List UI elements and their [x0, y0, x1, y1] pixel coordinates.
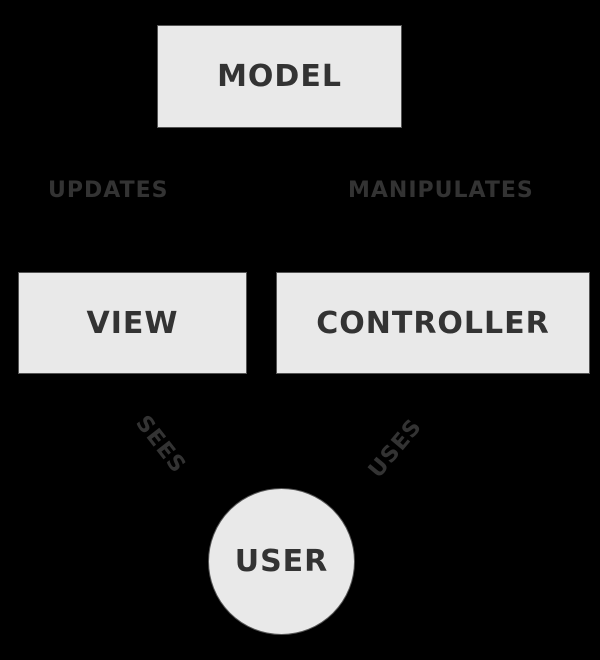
model-node: MODEL [157, 25, 402, 128]
controller-node: CONTROLLER [276, 272, 590, 374]
controller-node-label: CONTROLLER [316, 305, 550, 341]
view-node-label: VIEW [86, 305, 179, 341]
edge-label-updates: UPDATES [48, 178, 169, 203]
edge-label-manipulates: MANIPULATES [348, 178, 534, 203]
edge-label-sees: SEES [130, 411, 191, 479]
model-node-label: MODEL [217, 59, 342, 94]
user-node-label: USER [234, 544, 329, 579]
view-node: VIEW [18, 272, 247, 374]
user-node: USER [208, 488, 355, 635]
edge-label-uses: USES [363, 414, 428, 483]
